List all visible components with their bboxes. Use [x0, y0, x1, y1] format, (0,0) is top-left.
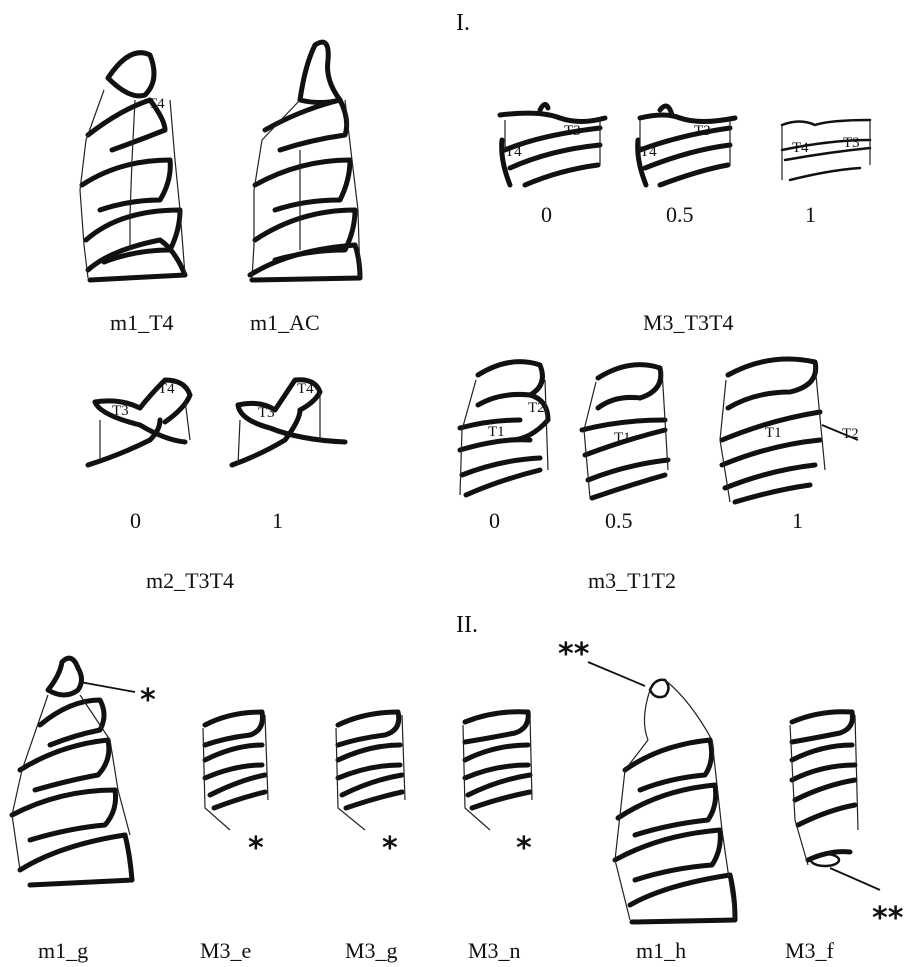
tooth-M3-T3T4-score-0.5: T3 T4 — [638, 106, 735, 185]
tag-T1: T1 — [765, 425, 782, 441]
tag-T3: T3 — [112, 403, 129, 419]
label-M3_g: M3_g — [345, 938, 398, 963]
label-m2_T3T4: m2_T3T4 — [146, 568, 234, 593]
score-m2-T3T4-1: 1 — [272, 508, 283, 533]
score-m3-T1T2-0: 0 — [489, 508, 500, 533]
tooth-m3-T1T2-score-0.5: T1 — [582, 365, 668, 498]
tag-T4: T4 — [148, 96, 165, 112]
marker-single: * — [140, 683, 156, 718]
tag-T3: T3 — [564, 123, 581, 139]
tag-T3: T3 — [694, 123, 711, 139]
label-M3_f: M3_f — [785, 938, 835, 963]
label-m1_AC: m1_AC — [250, 310, 320, 335]
tag-T4: T4 — [505, 144, 522, 160]
marker-single: * — [248, 831, 264, 866]
tooth-m2-T3T4-score-0: T4 T3 — [88, 380, 190, 465]
marker-single: * — [516, 831, 532, 866]
tooth-M3-T3T4-score-0: T3 T4 — [500, 104, 605, 185]
label-m3_T1T2: m3_T1T2 — [588, 568, 676, 593]
tooth-m3-T1T2-score-0: T2 T1 — [460, 362, 548, 495]
label-M3_n: M3_n — [468, 938, 521, 963]
tooth-m1-h: ** — [558, 637, 735, 922]
tooth-m1-AC — [250, 42, 360, 280]
tag-T4: T4 — [297, 381, 314, 397]
section-I-label: I. — [456, 10, 470, 36]
tooth-M3-e: * — [203, 712, 268, 866]
tag-T1: T1 — [614, 430, 631, 446]
label-m1_h: m1_h — [636, 938, 686, 963]
tag-T4: T4 — [640, 144, 657, 160]
tooth-M3-f: ** — [790, 712, 904, 936]
label-m1_g: m1_g — [38, 938, 88, 963]
tooth-m1-g: * — [12, 658, 156, 885]
tag-T4: T4 — [158, 381, 175, 397]
label-M3_T3T4: M3_T3T4 — [643, 310, 733, 335]
score-M3-T3T4-1: 1 — [805, 202, 816, 227]
tag-T4: T4 — [792, 140, 809, 156]
marker-double: ** — [558, 637, 590, 672]
score-M3-T3T4-0.5: 0.5 — [666, 202, 694, 227]
score-m3-T1T2-1: 1 — [792, 508, 803, 533]
tag-T3: T3 — [843, 135, 860, 151]
tooth-m3-T1T2-score-1: T2 T1 — [720, 359, 859, 502]
tag-T1: T1 — [488, 424, 505, 440]
score-m3-T1T2-0.5: 0.5 — [605, 508, 633, 533]
tooth-M3-g: * — [336, 712, 405, 866]
tag-T2: T2 — [842, 426, 859, 442]
tooth-M3-T3T4-score-1: T3 T4 — [782, 120, 870, 180]
label-M3_e: M3_e — [200, 938, 251, 963]
tag-T2: T2 — [528, 400, 545, 416]
score-M3-T3T4-0: 0 — [541, 202, 552, 227]
tooth-m2-T3T4-score-1: T4 T3 — [232, 380, 345, 465]
marker-double: ** — [872, 901, 904, 936]
score-m2-T3T4-0: 0 — [130, 508, 141, 533]
marker-single: * — [382, 831, 398, 866]
tooth-M3-n: * — [463, 712, 532, 866]
label-m1_T4: m1_T4 — [110, 310, 174, 335]
tooth-m1-T4: T4 — [80, 53, 185, 280]
section-II-label: II. — [456, 612, 478, 638]
tag-T3: T3 — [258, 405, 275, 421]
